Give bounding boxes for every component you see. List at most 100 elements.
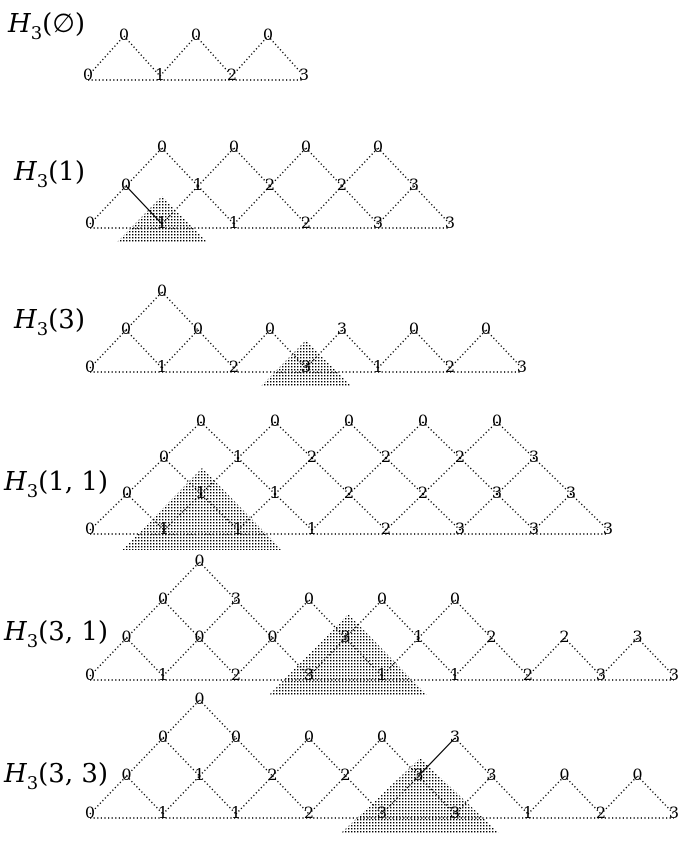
node-label: 1 bbox=[157, 357, 167, 376]
diagram-title: H3(1, 1) bbox=[3, 467, 108, 502]
edge bbox=[89, 185, 127, 225]
node-label: 0 bbox=[119, 25, 129, 44]
edge bbox=[271, 775, 310, 815]
diagram-title: H3(∅) bbox=[7, 9, 85, 44]
node-label: 3 bbox=[413, 765, 423, 784]
diagram-title: H3(3, 3) bbox=[3, 759, 108, 794]
node-label: 1 bbox=[158, 803, 168, 822]
node-label: 3 bbox=[340, 627, 350, 646]
edge bbox=[125, 291, 163, 331]
node-label: 0 bbox=[85, 803, 95, 822]
node-label: 0 bbox=[194, 627, 204, 646]
edge bbox=[274, 457, 313, 495]
edge bbox=[274, 421, 313, 459]
edge bbox=[422, 493, 461, 531]
node-label: 1 bbox=[307, 519, 317, 538]
node-label: 3 bbox=[529, 447, 539, 466]
node-label: 0 bbox=[121, 627, 131, 646]
node-label: 1 bbox=[193, 175, 203, 194]
edge bbox=[125, 637, 164, 677]
node-label: 0 bbox=[157, 281, 167, 300]
node-label: 3 bbox=[304, 665, 314, 684]
edge bbox=[271, 599, 310, 639]
edge bbox=[533, 493, 572, 531]
node-label: 1 bbox=[413, 627, 423, 646]
edge bbox=[162, 737, 201, 777]
node-label: 1 bbox=[450, 665, 460, 684]
node-label: 2 bbox=[229, 357, 239, 376]
node-label: 0 bbox=[194, 551, 204, 570]
edge bbox=[271, 737, 310, 777]
edge bbox=[162, 561, 201, 601]
node-label: 2 bbox=[267, 765, 277, 784]
edge bbox=[233, 329, 271, 369]
node-label: 3 bbox=[517, 357, 527, 376]
node-label: 2 bbox=[227, 65, 237, 84]
edge bbox=[422, 457, 461, 495]
node-label: 0 bbox=[121, 319, 131, 338]
node-label: 0 bbox=[373, 137, 383, 156]
edge bbox=[377, 185, 415, 225]
shaded-triangle bbox=[122, 468, 282, 550]
edge bbox=[417, 775, 456, 815]
edge bbox=[198, 637, 237, 677]
edge bbox=[235, 637, 274, 677]
node-label: 1 bbox=[373, 357, 383, 376]
edge bbox=[341, 147, 379, 187]
node-label: 0 bbox=[418, 411, 428, 430]
edge bbox=[125, 147, 163, 187]
edge bbox=[163, 493, 202, 531]
edge bbox=[305, 185, 343, 225]
edge bbox=[348, 493, 387, 531]
edge bbox=[496, 457, 535, 495]
node-label: 1 bbox=[231, 803, 241, 822]
node-label: 3 bbox=[450, 727, 460, 746]
node-label: 0 bbox=[159, 447, 169, 466]
node-label: 3 bbox=[299, 65, 309, 84]
edge bbox=[269, 329, 307, 369]
edge bbox=[308, 637, 347, 677]
edge bbox=[381, 637, 420, 677]
edge bbox=[413, 185, 451, 225]
edge bbox=[89, 637, 128, 677]
node-label: 0 bbox=[559, 765, 569, 784]
node-label: 0 bbox=[122, 483, 132, 502]
edge bbox=[198, 561, 237, 601]
node-label: 3 bbox=[486, 765, 496, 784]
edge bbox=[449, 329, 487, 369]
edge bbox=[459, 457, 498, 495]
node-label: 3 bbox=[450, 803, 460, 822]
edge bbox=[413, 329, 451, 369]
node-label: 2 bbox=[559, 627, 569, 646]
edge bbox=[125, 737, 164, 777]
edge bbox=[454, 637, 493, 677]
edge bbox=[490, 637, 529, 677]
edge bbox=[89, 493, 128, 531]
edge bbox=[308, 737, 347, 777]
node-label: 1 bbox=[377, 665, 387, 684]
edge bbox=[200, 493, 239, 531]
edge bbox=[496, 493, 535, 531]
edge bbox=[125, 775, 164, 815]
node-label: 3 bbox=[529, 519, 539, 538]
edge bbox=[197, 147, 235, 187]
node-label: 3 bbox=[632, 627, 642, 646]
edge bbox=[161, 185, 199, 225]
node-label: 2 bbox=[307, 447, 317, 466]
edge bbox=[344, 599, 383, 639]
node-label: 1 bbox=[523, 803, 533, 822]
node-label: 1 bbox=[270, 483, 280, 502]
edge bbox=[459, 421, 498, 459]
edge bbox=[636, 637, 675, 677]
edge bbox=[311, 493, 350, 531]
node-label: 0 bbox=[270, 411, 280, 430]
node-label: 2 bbox=[486, 627, 496, 646]
edge bbox=[163, 457, 202, 495]
edge bbox=[305, 147, 343, 187]
edge bbox=[125, 599, 164, 639]
shaded-triangle bbox=[268, 614, 428, 696]
diagram-title: H3(3) bbox=[13, 305, 85, 340]
edge bbox=[570, 493, 609, 531]
